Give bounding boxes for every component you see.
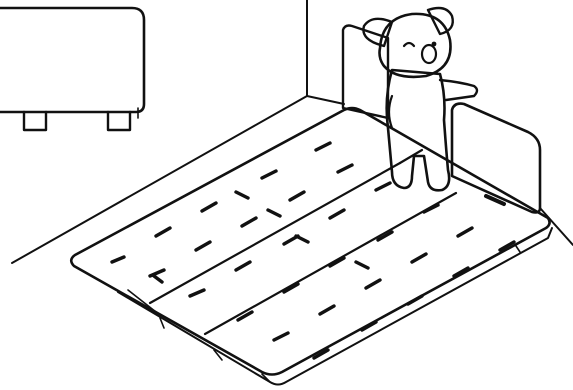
footboard bbox=[452, 104, 540, 213]
slot-mark bbox=[330, 210, 344, 218]
slot-mark bbox=[190, 290, 204, 296]
bed-frame bbox=[71, 108, 549, 375]
slot-mark bbox=[458, 228, 472, 236]
slot-mark bbox=[274, 333, 288, 340]
slat-slots bbox=[112, 143, 514, 358]
slot-mark bbox=[150, 270, 164, 276]
slot-mark bbox=[290, 192, 304, 200]
slot-mark bbox=[338, 165, 352, 172]
slot-mark bbox=[268, 210, 280, 216]
slot-mark bbox=[154, 276, 162, 282]
slot-mark bbox=[262, 171, 276, 178]
slot-mark bbox=[356, 262, 368, 268]
slot-mark bbox=[408, 296, 422, 304]
slot-mark bbox=[112, 257, 124, 262]
slot-mark bbox=[236, 192, 248, 198]
slot-mark bbox=[320, 306, 334, 314]
slot-mark bbox=[156, 228, 170, 236]
slot-mark bbox=[376, 183, 390, 190]
slot-mark bbox=[412, 254, 426, 262]
slot-mark bbox=[202, 203, 216, 211]
slot-mark bbox=[316, 143, 330, 150]
slot-mark bbox=[236, 262, 250, 270]
slot-mark bbox=[296, 236, 308, 242]
slot-mark bbox=[366, 280, 380, 288]
slot-mark bbox=[196, 242, 210, 250]
wall-panel bbox=[0, 8, 144, 130]
slot-mark bbox=[242, 218, 256, 226]
